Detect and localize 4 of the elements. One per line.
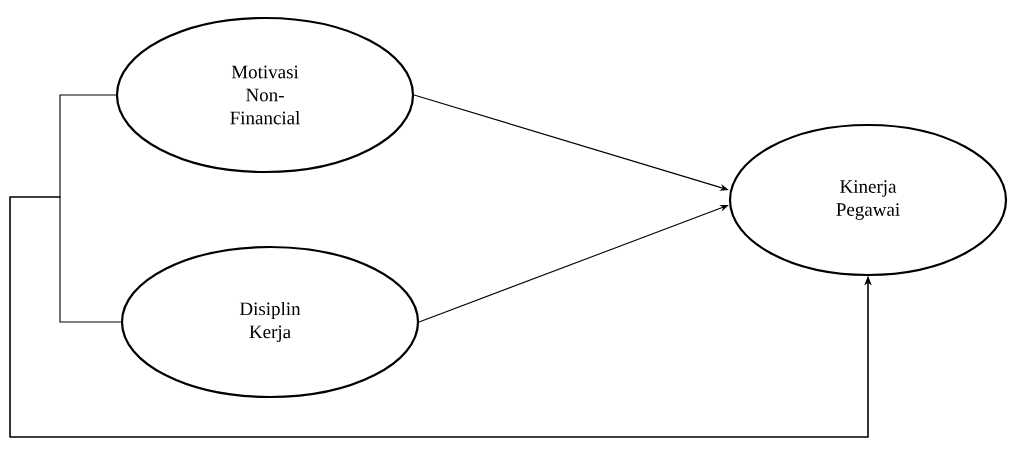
ellipse-node: Disiplin Kerja <box>120 245 420 399</box>
ellipse-node: Kinerja Pegawai <box>728 123 1008 277</box>
ellipse-node: Motivasi Non-Financial <box>115 16 415 174</box>
arrow <box>418 204 729 323</box>
